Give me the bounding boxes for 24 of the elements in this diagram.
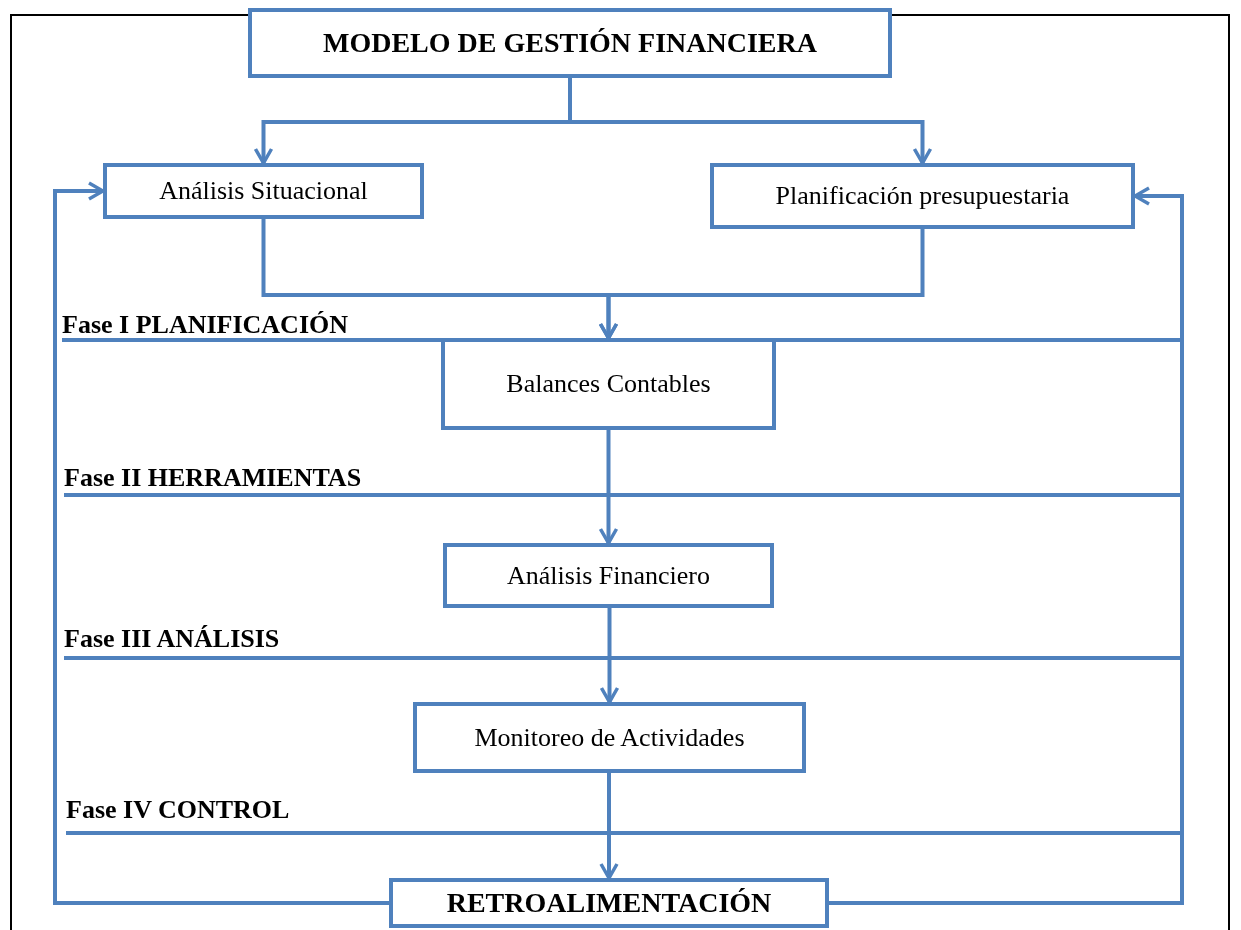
box-text: Balances Contables — [506, 369, 711, 399]
arrow — [568, 78, 933, 165]
arrow — [599, 773, 619, 880]
box-text: Análisis Situacional — [159, 176, 368, 206]
arrow — [598, 229, 925, 340]
process-box — [389, 878, 829, 928]
arrow — [598, 430, 619, 545]
arrow — [829, 186, 1184, 905]
box-text: Análisis Financiero — [507, 560, 710, 591]
process-box — [248, 8, 892, 78]
process-box — [413, 702, 806, 773]
arrow — [599, 608, 620, 704]
process-box — [103, 163, 424, 219]
box-text: MODELO DE GESTIÓN FINANCIERA — [323, 27, 817, 59]
box-text: Monitoreo de Actividades — [474, 722, 745, 753]
box-text: Planificación presupuestaria — [775, 181, 1070, 211]
arrow — [53, 181, 389, 905]
process-box — [443, 543, 774, 608]
process-box — [710, 163, 1135, 229]
box-text: RETROALIMENTACIÓN — [446, 887, 772, 919]
phase-label: Fase III ANÁLISIS — [64, 624, 280, 654]
phase-label: Fase II HERRAMIENTAS — [64, 463, 362, 493]
phase-label: Fase I PLANIFICACIÓN — [62, 310, 348, 340]
phase-label: Fase IV CONTROL — [66, 795, 290, 825]
